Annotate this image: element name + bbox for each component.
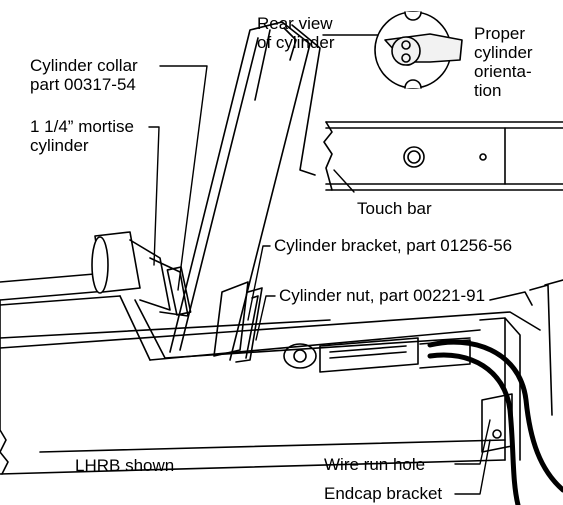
touchbar-arm	[169, 21, 321, 361]
mortise-cylinder-label: 1 1/4” mortise cylinder	[30, 117, 134, 155]
leader-lines	[148, 34, 491, 495]
wire-run-hole-label: Wire run hole	[324, 455, 426, 474]
circuit-board	[319, 337, 471, 373]
proper-orientation-label: Proper cylinder orienta- tion	[474, 24, 533, 100]
touch-bar-label: Touch bar	[357, 199, 432, 218]
cylinder-bracket-nut	[213, 281, 317, 369]
endcap-bracket-label: Endcap bracket	[324, 484, 443, 503]
cylinder-bracket-label: Cylinder bracket, part 01256-56	[274, 236, 513, 255]
channel-extrusion	[0, 271, 563, 475]
cylinder-nut-label: Cylinder nut, part 00221-91	[279, 286, 486, 305]
wire-cable	[427, 339, 563, 505]
mortise-cylinder	[91, 231, 192, 317]
endcap-bracket	[481, 393, 513, 453]
rear-view-label: Rear view of cylinder	[257, 14, 335, 52]
cylinder-collar-label: Cylinder collar part 00317-54	[30, 56, 138, 94]
touch-bar-inset	[323, 121, 563, 191]
cylinder-rear-view-inset	[374, 11, 463, 89]
lhrb-shown-label: LHRB shown	[75, 456, 175, 475]
